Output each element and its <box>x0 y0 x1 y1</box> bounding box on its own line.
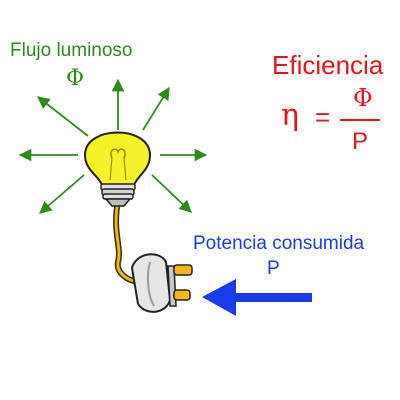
efficiency-eta-symbol: η <box>281 98 299 133</box>
fraction-numerator: Φ <box>353 84 373 112</box>
light-rays <box>18 78 208 214</box>
luminous-flux-label: Flujo luminoso <box>10 40 133 61</box>
power-consumed-label: Potencia consumida <box>193 233 365 254</box>
ray-upper-right <box>142 86 170 131</box>
equals-sign: = <box>315 102 331 132</box>
efficiency-title: Eficiencia <box>272 50 384 80</box>
fraction-bar <box>340 119 380 121</box>
light-bulb-icon <box>83 131 152 207</box>
ray-lower-left <box>39 174 85 214</box>
luminous-flux-symbol: Φ <box>66 66 85 91</box>
ray-upper-left <box>37 96 89 137</box>
plug-icon <box>130 253 193 313</box>
ray-lower-right <box>151 174 192 213</box>
fraction-denominator: P <box>352 128 369 155</box>
power-symbol: P <box>267 258 280 279</box>
power-input-arrow-icon <box>202 279 312 316</box>
